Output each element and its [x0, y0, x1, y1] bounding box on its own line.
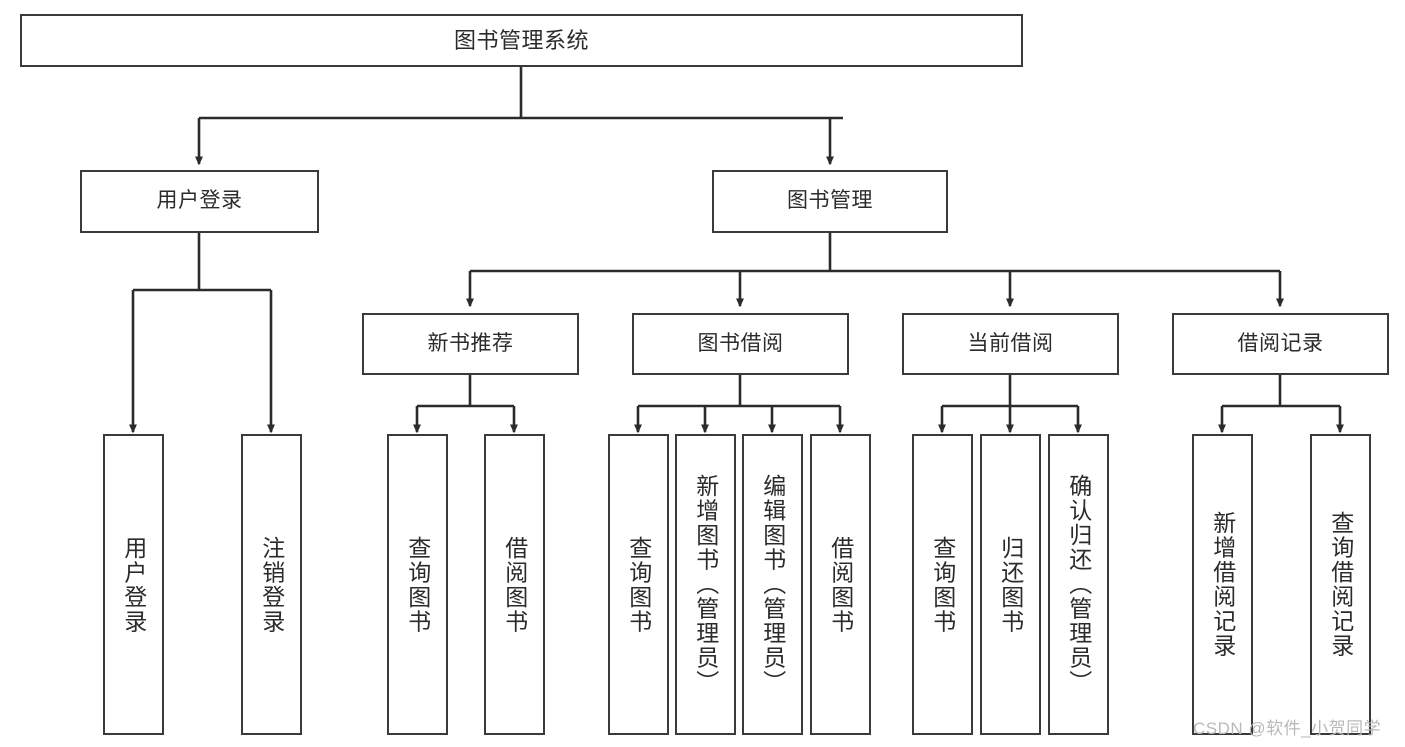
leaf-return-book-label: 归还图书 — [997, 535, 1024, 634]
leaf-logout-label: 注销登录 — [258, 535, 285, 634]
leaf-query-book-2-label: 查询图书 — [625, 535, 652, 634]
node-book-borrow[interactable]: 图书借阅 — [632, 313, 849, 375]
node-book-management-label: 图书管理 — [787, 189, 873, 213]
leaf-add-borrow-record[interactable]: 新增借阅记录 — [1192, 434, 1253, 735]
leaf-logout[interactable]: 注销登录 — [241, 434, 302, 735]
leaf-query-borrow-record[interactable]: 查询借阅记录 — [1310, 434, 1371, 735]
leaf-borrow-book-2-label: 借阅图书 — [827, 535, 854, 634]
node-new-book-recommend-label: 新书推荐 — [427, 331, 514, 355]
node-current-borrow[interactable]: 当前借阅 — [902, 313, 1119, 375]
leaf-edit-book-label: 编辑图书（管理员） — [759, 474, 786, 695]
leaf-query-book-3[interactable]: 查询图书 — [912, 434, 973, 735]
node-root-label: 图书管理系统 — [453, 27, 589, 53]
node-user-login[interactable]: 用户登录 — [80, 170, 319, 233]
node-borrow-record-label: 借阅记录 — [1237, 331, 1324, 355]
leaf-confirm-return-label: 确认归还（管理员） — [1065, 474, 1092, 695]
leaf-add-book-label: 新增图书（管理员） — [692, 474, 719, 695]
leaf-confirm-return[interactable]: 确认归还（管理员） — [1048, 434, 1109, 735]
leaf-return-book[interactable]: 归还图书 — [980, 434, 1041, 735]
leaf-borrow-book-1-label: 借阅图书 — [501, 535, 528, 634]
leaf-query-book-3-label: 查询图书 — [929, 535, 956, 634]
leaf-add-borrow-record-label: 新增借阅记录 — [1209, 511, 1236, 658]
leaf-user-login[interactable]: 用户登录 — [103, 434, 164, 735]
leaf-edit-book[interactable]: 编辑图书（管理员） — [742, 434, 803, 735]
leaf-user-login-label: 用户登录 — [120, 535, 147, 634]
node-new-book-recommend[interactable]: 新书推荐 — [362, 313, 579, 375]
node-borrow-record[interactable]: 借阅记录 — [1172, 313, 1389, 375]
leaf-query-book-1[interactable]: 查询图书 — [387, 434, 448, 735]
leaf-add-book[interactable]: 新增图书（管理员） — [675, 434, 736, 735]
leaf-query-book-2[interactable]: 查询图书 — [608, 434, 669, 735]
leaf-borrow-book-1[interactable]: 借阅图书 — [484, 434, 545, 735]
csdn-watermark: CSDN @软件_小贺同学 — [1193, 719, 1382, 738]
node-root[interactable]: 图书管理系统 — [20, 14, 1023, 67]
node-user-login-label: 用户登录 — [156, 189, 243, 213]
leaf-query-borrow-record-label: 查询借阅记录 — [1327, 511, 1354, 658]
node-current-borrow-label: 当前借阅 — [967, 331, 1054, 355]
node-book-borrow-label: 图书借阅 — [697, 331, 784, 355]
leaf-query-book-1-label: 查询图书 — [404, 535, 431, 634]
node-book-management[interactable]: 图书管理 — [712, 170, 948, 233]
leaf-borrow-book-2[interactable]: 借阅图书 — [810, 434, 871, 735]
